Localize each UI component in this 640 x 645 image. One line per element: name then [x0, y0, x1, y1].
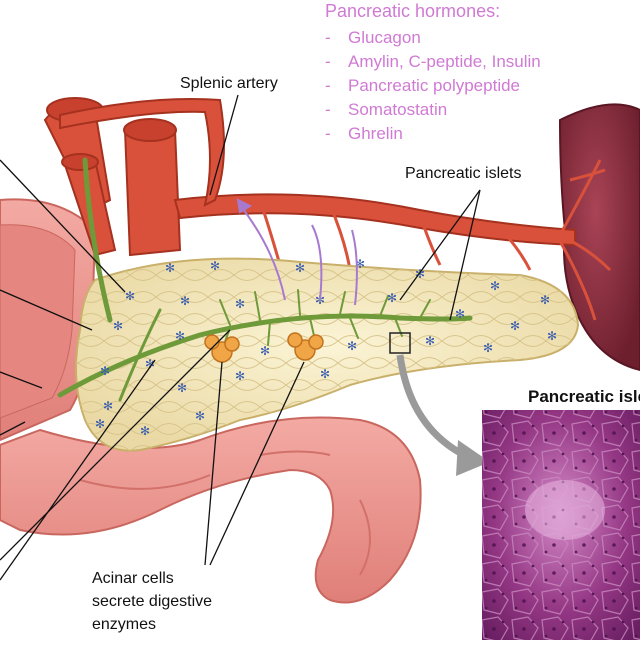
svg-text:✻: ✻	[510, 319, 520, 333]
acinar-clusters	[204, 332, 324, 363]
svg-text:✻: ✻	[455, 307, 465, 321]
svg-text:✻: ✻	[180, 294, 190, 308]
hormone-item: Somatostatin	[348, 100, 447, 119]
svg-text:✻: ✻	[195, 409, 205, 423]
svg-text:✻: ✻	[540, 293, 550, 307]
hormone-bullet: -	[325, 124, 331, 143]
svg-text:✻: ✻	[320, 367, 330, 381]
svg-text:✻: ✻	[175, 329, 185, 343]
svg-text:✻: ✻	[490, 279, 500, 293]
hormone-item: Glucagon	[348, 28, 421, 47]
svg-text:✻: ✻	[425, 334, 435, 348]
hormone-bullet: -	[325, 100, 331, 119]
acinar-label-line2: secrete digestive	[92, 593, 212, 610]
svg-text:✻: ✻	[113, 319, 123, 333]
spleen	[558, 103, 640, 372]
hormone-item: Ghrelin	[348, 124, 403, 143]
svg-text:✻: ✻	[103, 399, 113, 413]
leader-lines	[0, 94, 481, 581]
pancreatic-duct	[57, 157, 473, 402]
hormone-item: Amylin, C-peptide, Insulin	[348, 52, 541, 71]
svg-text:✻: ✻	[415, 267, 425, 281]
artery-branches	[258, 159, 612, 321]
svg-text:✻: ✻	[95, 417, 105, 431]
svg-text:✻: ✻	[165, 261, 175, 275]
svg-text:✻: ✻	[483, 341, 493, 355]
splenic-artery-label: Splenic artery	[180, 75, 278, 92]
pancreatic-islets-label: Pancreatic islets	[405, 165, 522, 182]
svg-text:✻: ✻	[235, 369, 245, 383]
hormone-item: Pancreatic polypeptide	[348, 76, 520, 95]
svg-text:✻: ✻	[347, 339, 357, 353]
svg-text:✻: ✻	[125, 289, 135, 303]
duodenum	[0, 198, 422, 604]
hormone-arrows	[236, 198, 358, 306]
hormone-list: Pancreatic hormones: - Glucagon - Amylin…	[325, 1, 541, 143]
histology-inset	[482, 410, 640, 640]
hormone-bullet: -	[325, 52, 331, 71]
acinar-label-line3: enzymes	[92, 616, 156, 633]
svg-text:✻: ✻	[140, 424, 150, 438]
acinar-label-line1: Acinar cells	[92, 570, 174, 587]
hormones-title: Pancreatic hormones:	[325, 1, 500, 21]
inset-title: Pancreatic islet	[528, 387, 640, 406]
svg-text:✻: ✻	[547, 329, 557, 343]
hormone-bullet: -	[325, 28, 331, 47]
svg-text:✻: ✻	[295, 261, 305, 275]
hormone-bullet: -	[325, 76, 331, 95]
svg-text:✻: ✻	[210, 259, 220, 273]
svg-text:✻: ✻	[260, 344, 270, 358]
svg-text:✻: ✻	[235, 297, 245, 311]
svg-text:✻: ✻	[355, 257, 365, 271]
svg-text:✻: ✻	[100, 364, 110, 378]
svg-text:✻: ✻	[387, 291, 397, 305]
svg-text:✻: ✻	[145, 357, 155, 371]
islet-highlight	[389, 332, 490, 476]
svg-text:✻: ✻	[177, 381, 187, 395]
